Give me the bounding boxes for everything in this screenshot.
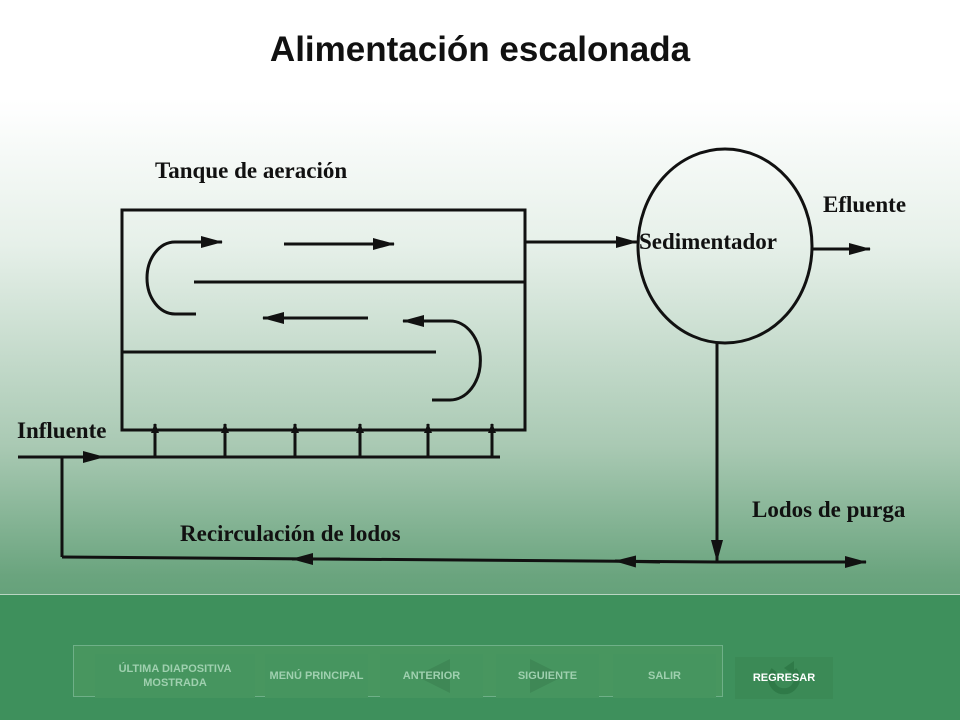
previous-label: ANTERIOR — [402, 670, 461, 682]
last-slide-label: ÚLTIMA DIAPOSITIVA MOSTRADA — [118, 663, 232, 689]
effluent-label: Efluente — [823, 192, 906, 217]
recirculation-label: Recirculación de lodos — [180, 521, 401, 546]
last-slide-button[interactable]: ÚLTIMA DIAPOSITIVA MOSTRADA — [95, 654, 255, 698]
right-arrow-icon — [529, 659, 564, 693]
waste-sludge-label: Lodos de purga — [752, 497, 906, 522]
exit-button[interactable]: SALIR — [613, 654, 716, 698]
return-arrow-icon — [768, 661, 800, 695]
recirculation-arrow-1 — [614, 555, 661, 568]
recirculation-line — [61, 555, 718, 564]
flow-diagram: Tanque de aeración Sedimentador Efluente… — [17, 147, 906, 568]
tank-flow-arrow-4 — [402, 315, 482, 402]
next-label: SIGUIENTE — [517, 670, 578, 682]
back-button[interactable]: REGRESAR — [735, 657, 833, 699]
aeration-tank — [120, 208, 527, 432]
tank-flow-arrow-1 — [145, 236, 223, 316]
left-arrow-icon — [415, 659, 450, 693]
exit-label: SALIR — [648, 670, 681, 682]
footer-divider — [0, 594, 960, 595]
slide-title: Alimentación escalonada — [269, 30, 691, 69]
main-menu-button[interactable]: MENÚ PRINCIPAL — [265, 654, 368, 698]
main-menu-label: MENÚ PRINCIPAL — [269, 670, 364, 682]
clarifier-label: Sedimentador — [639, 229, 777, 254]
previous-button[interactable]: ANTERIOR — [380, 654, 483, 698]
back-label: REGRESAR — [752, 672, 816, 684]
tank-label: Tanque de aeración — [155, 158, 347, 183]
influent-label: Influente — [17, 418, 106, 443]
clarifier-circle — [636, 147, 814, 345]
next-button[interactable]: SIGUIENTE — [496, 654, 599, 698]
